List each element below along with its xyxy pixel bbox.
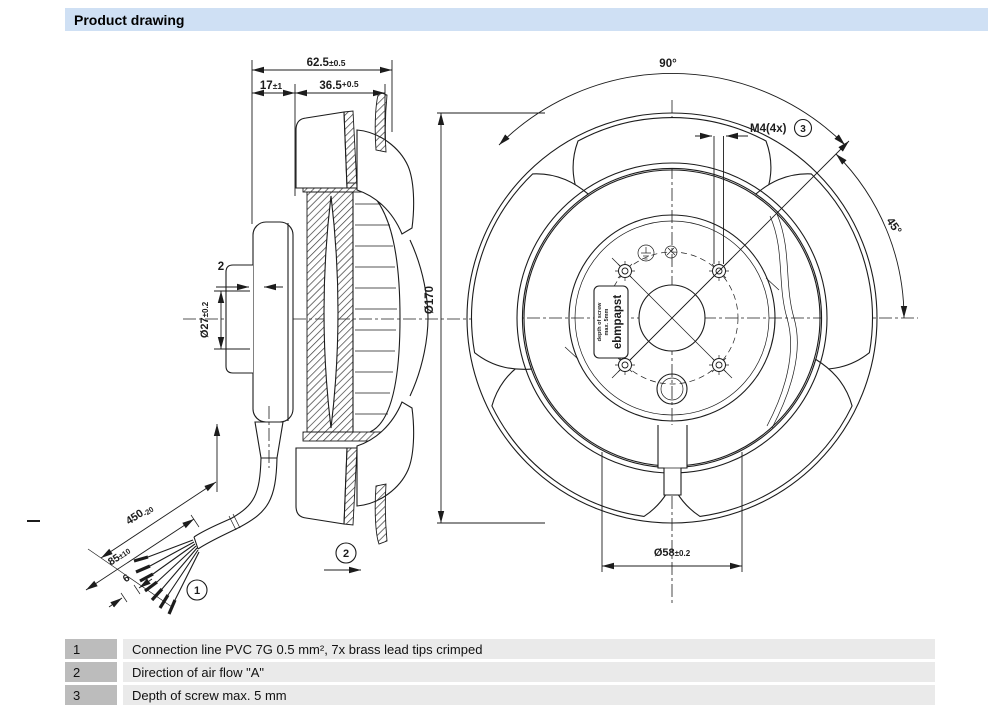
svg-text:1: 1 xyxy=(194,585,200,597)
hub-note-line1: depth of screw xyxy=(597,302,603,342)
impeller-hub xyxy=(302,182,394,442)
dim-boss-group: Ø27±0.2 xyxy=(199,290,250,350)
callout-3 xyxy=(793,118,813,138)
front-view: ebmpapst depth of screw max. 5mm Ø170 xyxy=(424,58,918,604)
screw-icon xyxy=(664,245,678,259)
angle-90-group: 90° xyxy=(498,58,846,146)
svg-text:2: 2 xyxy=(343,548,349,560)
dim-motor-depth: 17±1 xyxy=(260,80,282,92)
legend-num-1: 1 xyxy=(65,639,117,659)
dim-crimp-length: 6 xyxy=(121,572,133,585)
dim-pitch-group: Ø58±0.2 xyxy=(601,452,743,572)
legend-row-3: 3 Depth of screw max. 5 mm xyxy=(65,685,935,705)
legend-text-1: Connection line PVC 7G 0.5 mm², 7x brass… xyxy=(123,639,935,659)
dim-shaft-boss: Ø27±0.2 xyxy=(199,301,211,338)
blade-top xyxy=(295,91,415,235)
cable xyxy=(193,406,284,550)
cable-channel xyxy=(766,215,791,427)
cable-exit-stem xyxy=(657,425,688,496)
fan-outer-circle xyxy=(466,112,878,524)
legend-text-2: Direction of air flow "A" xyxy=(123,662,935,682)
dim-step: 2 xyxy=(218,261,224,273)
dim-strip-length: 85±10 xyxy=(106,545,133,568)
screw-dimension-group: M4(4x) 3 xyxy=(695,118,813,264)
svg-text:3: 3 xyxy=(800,124,806,135)
side-view: 62.5±0.5 17±1 36.5+0.5 2 xyxy=(27,57,478,615)
callout-1: 1 xyxy=(186,579,208,601)
legend-row-2: 2 Direction of air flow "A" xyxy=(65,662,935,682)
dim-impeller-depth: 36.5+0.5 xyxy=(319,79,358,92)
section-header: Product drawing xyxy=(65,8,988,31)
callout-2-airflow: 2 xyxy=(324,542,361,574)
page-title: Product drawing xyxy=(74,11,185,28)
dim-step-group: 2 xyxy=(216,261,283,291)
mount-hole xyxy=(708,354,730,376)
dim-cable-length: 450-20 xyxy=(124,501,156,528)
dim-outer-group: Ø170 xyxy=(424,112,545,524)
legend-text-3: Depth of screw max. 5 mm xyxy=(123,685,935,705)
dim-outer-diameter: Ø170 xyxy=(424,286,436,314)
hub-note-line2: max. 5mm xyxy=(604,308,610,335)
screw-size-label: M4(4x) xyxy=(750,123,787,135)
motor-housing xyxy=(225,221,294,423)
blade-bottom xyxy=(295,401,415,545)
legend-row-1: 1 Connection line PVC 7G 0.5 mm², 7x bra… xyxy=(65,639,935,659)
ground-symbol-icon xyxy=(637,244,655,262)
motor-fins xyxy=(352,191,429,433)
legend-num-2: 2 xyxy=(65,662,117,682)
brand-logo: ebmpapst xyxy=(612,295,624,349)
dim-pitch-diameter: Ø58±0.2 xyxy=(654,547,691,559)
angle-45-label: 45° xyxy=(884,216,904,237)
legend-num-3: 3 xyxy=(65,685,117,705)
dim-overall-width: 62.5±0.5 xyxy=(307,57,346,69)
mount-hole xyxy=(614,260,636,282)
hub-label-plate: ebmpapst depth of screw max. 5mm xyxy=(593,285,629,359)
angle-90-label: 90° xyxy=(659,58,677,70)
